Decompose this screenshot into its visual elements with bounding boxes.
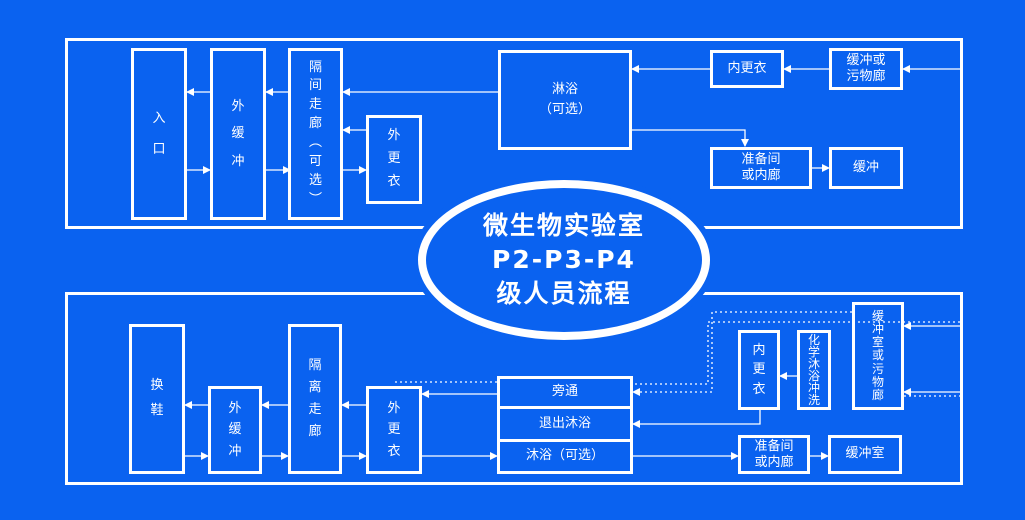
bottom-exit-shower-label: 退出沐浴 [538,415,591,431]
top-buffer: 缓冲 [829,147,903,189]
bottom-chemical-shower-label: 化 学 沐 浴 冲 洗 [807,333,820,407]
bottom-prep-or-inner-corridor-label: 准备间 或内廊 [754,438,794,470]
bottom-buffer-room-label: 缓冲室 [845,446,885,462]
bottom-shower-optional: 沐浴（可选） [497,439,633,474]
title-line-1: 微生物实验室 [482,211,645,241]
bottom-outer-buffer-label: 外 缓 冲 [228,400,242,459]
top-outer-buffer-label: 外 缓 冲 [231,99,245,169]
bottom-buffer-room: 缓冲室 [828,435,902,474]
top-shower: 淋浴 （可选） [498,50,632,150]
top-prep-or-inner-corridor: 准备间 或内廊 [710,147,812,189]
bottom-outer-change-label: 外 更 衣 [387,400,401,459]
bottom-outer-change: 外 更 衣 [366,386,422,474]
top-entrance: 入 口 [131,48,187,220]
top-buffer-or-dirty-label: 缓冲或 污物廊 [846,52,886,84]
top-inner-change-label: 内更衣 [727,60,767,76]
top-outer-buffer: 外 缓 冲 [210,48,266,220]
bottom-shower-optional-label: 沐浴（可选） [525,448,604,464]
top-outer-change: 外 更 衣 [366,115,422,204]
top-isolation-corridor: 隔 间 走 廊 ︵ 可 选 ︶ [288,48,343,220]
top-inner-change: 内更衣 [710,50,784,88]
bottom-change-shoes-label: 换 鞋 [150,378,164,418]
bottom-isolation-corridor-label: 隔 离 走 廊 [308,357,322,440]
bottom-prep-or-inner-corridor: 准备间 或内廊 [738,435,810,474]
bottom-inner-change-label: 内 更 衣 [752,342,766,397]
title-line-3: 级人员流程 [496,278,632,308]
bottom-exit-shower: 退出沐浴 [497,406,633,442]
top-isolation-corridor-label: 隔 间 走 廊 ︵ 可 选 ︶ [308,59,322,207]
top-prep-or-inner-corridor-label: 准备间 或内廊 [741,151,781,183]
top-entrance-label: 入 口 [152,110,166,157]
title-line-2: P2-P3-P4 [492,245,636,275]
top-outer-change-label: 外 更 衣 [387,128,401,189]
title-ring: 微生物实验室 P2-P3-P4 级人员流程 [418,180,710,340]
bottom-outer-buffer: 外 缓 冲 [208,386,262,474]
bottom-inner-change: 内 更 衣 [738,330,780,410]
bottom-chemical-shower: 化 学 沐 浴 冲 洗 [797,330,831,410]
top-shower-label: 淋浴 （可选） [538,81,591,117]
bottom-buffer-room-or-dirty: 缓 冲 室 或 污 物 廊 [852,302,904,410]
bottom-isolation-corridor: 隔 离 走 廊 [288,324,342,474]
top-buffer-label: 缓冲 [852,159,879,175]
bottom-buffer-room-or-dirty-label: 缓 冲 室 或 污 物 廊 [871,308,884,402]
bottom-bypass: 旁通 [497,376,633,409]
bottom-bypass-label: 旁通 [551,384,578,400]
bottom-change-shoes: 换 鞋 [129,324,185,474]
top-buffer-or-dirty: 缓冲或 污物廊 [829,48,903,90]
